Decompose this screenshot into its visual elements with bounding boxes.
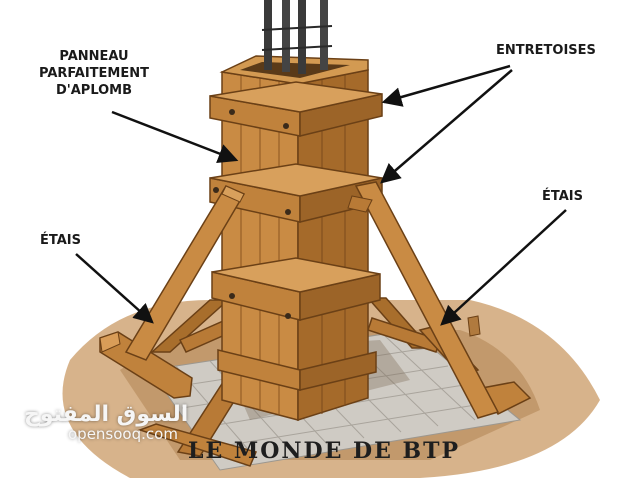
collar-top: [209, 81, 383, 137]
annotation-arrows: [75, 64, 567, 326]
arrow-etais-right: [440, 209, 567, 326]
rebar-bundle: [261, 0, 333, 74]
label-etais-right: ÉTAIS: [542, 189, 583, 204]
label-panneau: PANNEAU PARFAITEMENT D'APLOMB: [30, 48, 158, 99]
arrow-etais-left: [75, 253, 154, 324]
left-main-brace: [124, 185, 246, 361]
left-foot-plank: [99, 331, 193, 399]
arrow-panneau: [111, 110, 239, 164]
arrow-entretoises-middle: [380, 69, 513, 184]
watermark-arabic: السوق المفتوح: [24, 402, 189, 427]
label-etais-left: ÉTAIS: [40, 233, 81, 248]
watermark: السوق المفتوح opensooq.com: [24, 402, 188, 443]
collar-lower: [211, 257, 381, 321]
caption: LE MONDE DE BTP: [188, 438, 461, 464]
back-braces: [150, 297, 441, 353]
right-main-brace: [347, 181, 500, 419]
ground-stake: [467, 315, 481, 337]
label-panneau-line1: PANNEAU: [59, 49, 129, 64]
label-panneau-line2: PARFAITEMENT: [38, 66, 149, 81]
arrow-entretoises-top: [381, 64, 511, 107]
column-formwork: [219, 55, 369, 422]
collar-bottom: [217, 349, 377, 391]
label-entretoises: ENTRETOISES: [496, 43, 596, 58]
label-panneau-line3: D'APLOMB: [55, 83, 133, 98]
watermark-latin: opensooq.com: [68, 425, 178, 443]
